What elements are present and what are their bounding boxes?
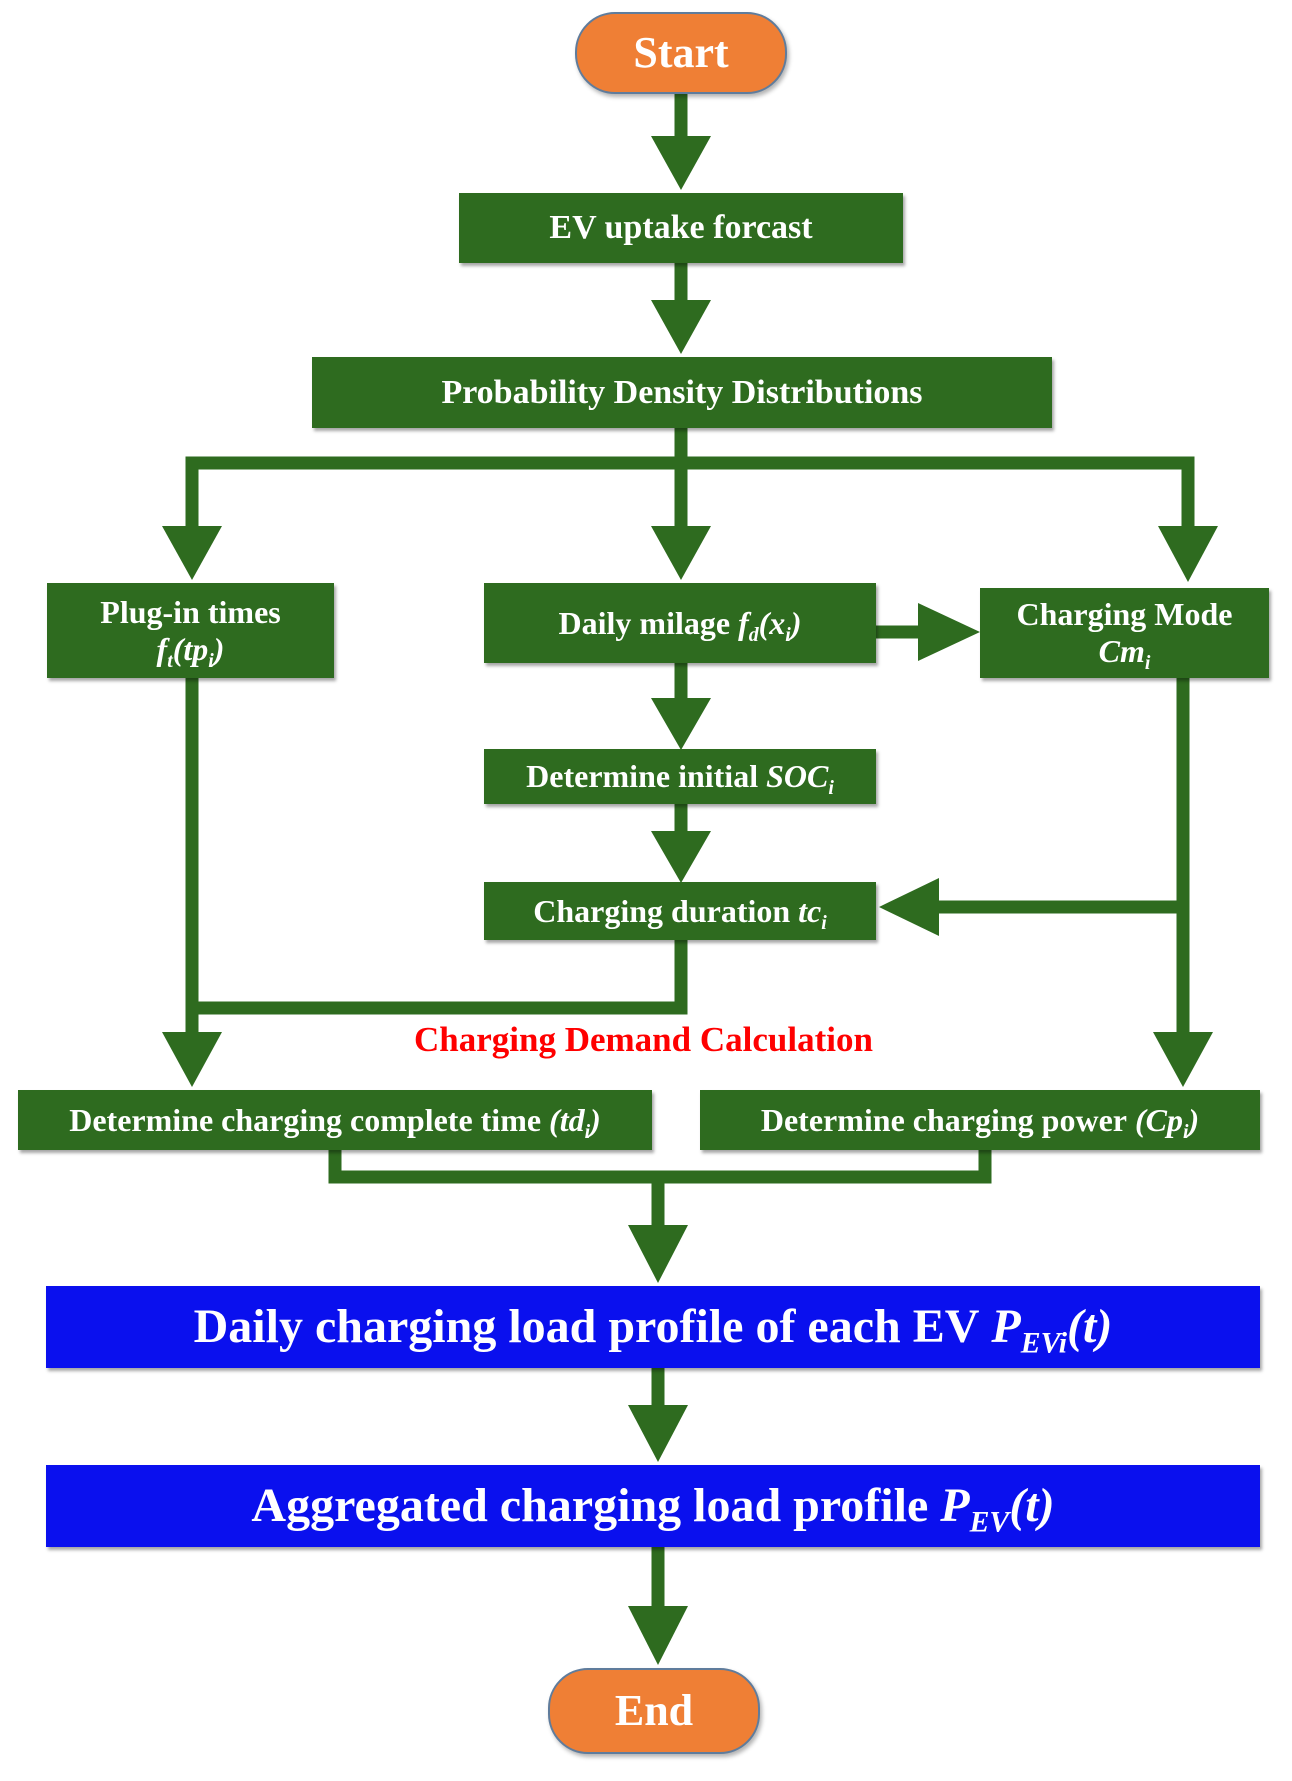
arrowhead-end (628, 1606, 688, 1665)
start-label: Start (633, 27, 729, 77)
daily-mileage-text: Daily milage fd(xi) (558, 604, 802, 645)
initial-soc-formula: SOCi (766, 758, 834, 798)
charging-power-node: Determine charging power (Cpi) (700, 1090, 1260, 1150)
arrowhead-duration (651, 831, 711, 883)
arrowhead-duration-side (879, 878, 939, 936)
initial-soc-node: Determine initial SOCi (484, 749, 876, 804)
arrowhead-mileage (651, 526, 711, 580)
charging-mode-node: Charging Mode Cmi (980, 588, 1269, 678)
connector-duration-merge (192, 940, 688, 1015)
mileage-formula-close: ) (790, 604, 802, 641)
daily-load-profile-formula: PEVi(t) (991, 1300, 1113, 1358)
arrowhead-mode-top (1158, 526, 1218, 582)
daily-profile-formula-close: (t) (1067, 1300, 1113, 1354)
arrowhead-mode-side (918, 603, 980, 661)
plugin-formula-close: ) (213, 630, 225, 667)
mileage-formula-arg: (x (758, 604, 786, 641)
power-formula-close: ) (1188, 1101, 1200, 1138)
daily-load-profile-node: Daily charging load profile of each EV P… (46, 1286, 1260, 1368)
charging-mode-label: Charging Mode (1016, 596, 1233, 633)
mileage-formula-sub: d (748, 623, 759, 646)
ev-uptake-node: EV uptake forcast (459, 193, 903, 263)
aggregated-formula-sub: EV (969, 1505, 1010, 1539)
aggregated-load-profile-text: Aggregated charging load profile PEV(t) (251, 1478, 1055, 1537)
end-node: End (548, 1668, 760, 1754)
plugin-times-node: Plug-in times ft(tpi) (47, 583, 334, 678)
arrowhead-complete (162, 1032, 222, 1087)
complete-time-formula-sub: i (584, 1120, 591, 1143)
charging-power-text: Determine charging power (Cpi) (760, 1101, 1200, 1142)
plugin-formula-f: f (156, 630, 168, 667)
initial-soc-text: Determine initial SOCi (526, 758, 834, 798)
pdd-label: Probability Density Distributions (441, 373, 923, 411)
start-node: Start (575, 12, 787, 94)
plugin-times-label: Plug-in times (100, 593, 281, 630)
charging-duration-node: Charging duration tci (484, 882, 876, 940)
daily-load-profile-label: Daily charging load profile of each EV (193, 1300, 980, 1354)
charging-duration-label: Charging duration (533, 892, 791, 929)
complete-time-text: Determine charging complete time (tdi) (69, 1101, 601, 1142)
mileage-formula-f: f (738, 604, 749, 641)
soc-formula-sub: i (828, 777, 834, 800)
daily-profile-formula-sub: EVi (1020, 1326, 1068, 1360)
duration-formula-sub: i (821, 911, 827, 934)
arrowhead-pdd (651, 300, 711, 354)
aggregated-load-profile-node: Aggregated charging load profile PEV(t) (46, 1465, 1260, 1547)
end-label: End (614, 1685, 694, 1735)
arrowhead-uptake (651, 136, 711, 190)
mode-formula-main: Cm (1098, 633, 1145, 669)
complete-time-formula-main: (td (549, 1101, 585, 1138)
daily-profile-formula-main: P (991, 1300, 1021, 1354)
daily-mileage-label: Daily milage (558, 604, 731, 641)
arrowhead-plugin (162, 526, 222, 580)
connector-split-branches (185, 456, 1195, 528)
charging-duration-formula: tci (798, 892, 827, 933)
demand-calculation-label: Charging Demand Calculation (414, 1020, 873, 1059)
mode-formula-sub: i (1144, 651, 1151, 674)
aggregated-formula-close: (t) (1009, 1479, 1055, 1533)
daily-load-profile-text: Daily charging load profile of each EV P… (193, 1299, 1113, 1358)
arrowhead-power (1153, 1032, 1213, 1087)
mileage-formula-arg-sub: i (785, 623, 791, 646)
charging-power-formula: (Cpi) (1134, 1101, 1200, 1142)
daily-mileage-formula: fd(xi) (738, 604, 802, 645)
initial-soc-label: Determine initial (526, 758, 759, 795)
soc-formula-main: SOC (766, 758, 829, 795)
arrowhead-soc (651, 698, 711, 750)
plugin-formula-sub: t (167, 649, 173, 672)
plugin-times-formula: ft(tpi) (156, 630, 225, 672)
duration-formula-main: tc (798, 892, 822, 929)
power-formula-sub: i (1182, 1120, 1189, 1143)
complete-time-formula: (tdi) (549, 1101, 601, 1142)
plugin-formula-arg-sub: i (208, 649, 214, 672)
arrowhead-daily (628, 1225, 688, 1283)
aggregated-load-profile-formula: PEV(t) (940, 1479, 1055, 1537)
arrowhead-aggregated (628, 1405, 688, 1462)
aggregated-load-profile-label: Aggregated charging load profile (251, 1479, 929, 1533)
plugin-formula-arg: (tp (172, 630, 209, 667)
charging-duration-text: Charging duration tci (533, 892, 827, 933)
ev-uptake-label: EV uptake forcast (549, 209, 813, 247)
complete-time-label: Determine charging complete time (69, 1101, 542, 1138)
daily-mileage-node: Daily milage fd(xi) (484, 583, 876, 663)
connector-bottom-merge (328, 1150, 992, 1184)
charging-mode-formula: Cmi (1098, 633, 1151, 673)
complete-time-node: Determine charging complete time (tdi) (18, 1090, 652, 1150)
pdd-node: Probability Density Distributions (312, 357, 1052, 428)
charging-power-label: Determine charging power (760, 1101, 1127, 1138)
aggregated-formula-main: P (940, 1479, 970, 1533)
complete-time-formula-close: ) (590, 1101, 601, 1138)
power-formula-main: (Cp (1134, 1101, 1183, 1138)
